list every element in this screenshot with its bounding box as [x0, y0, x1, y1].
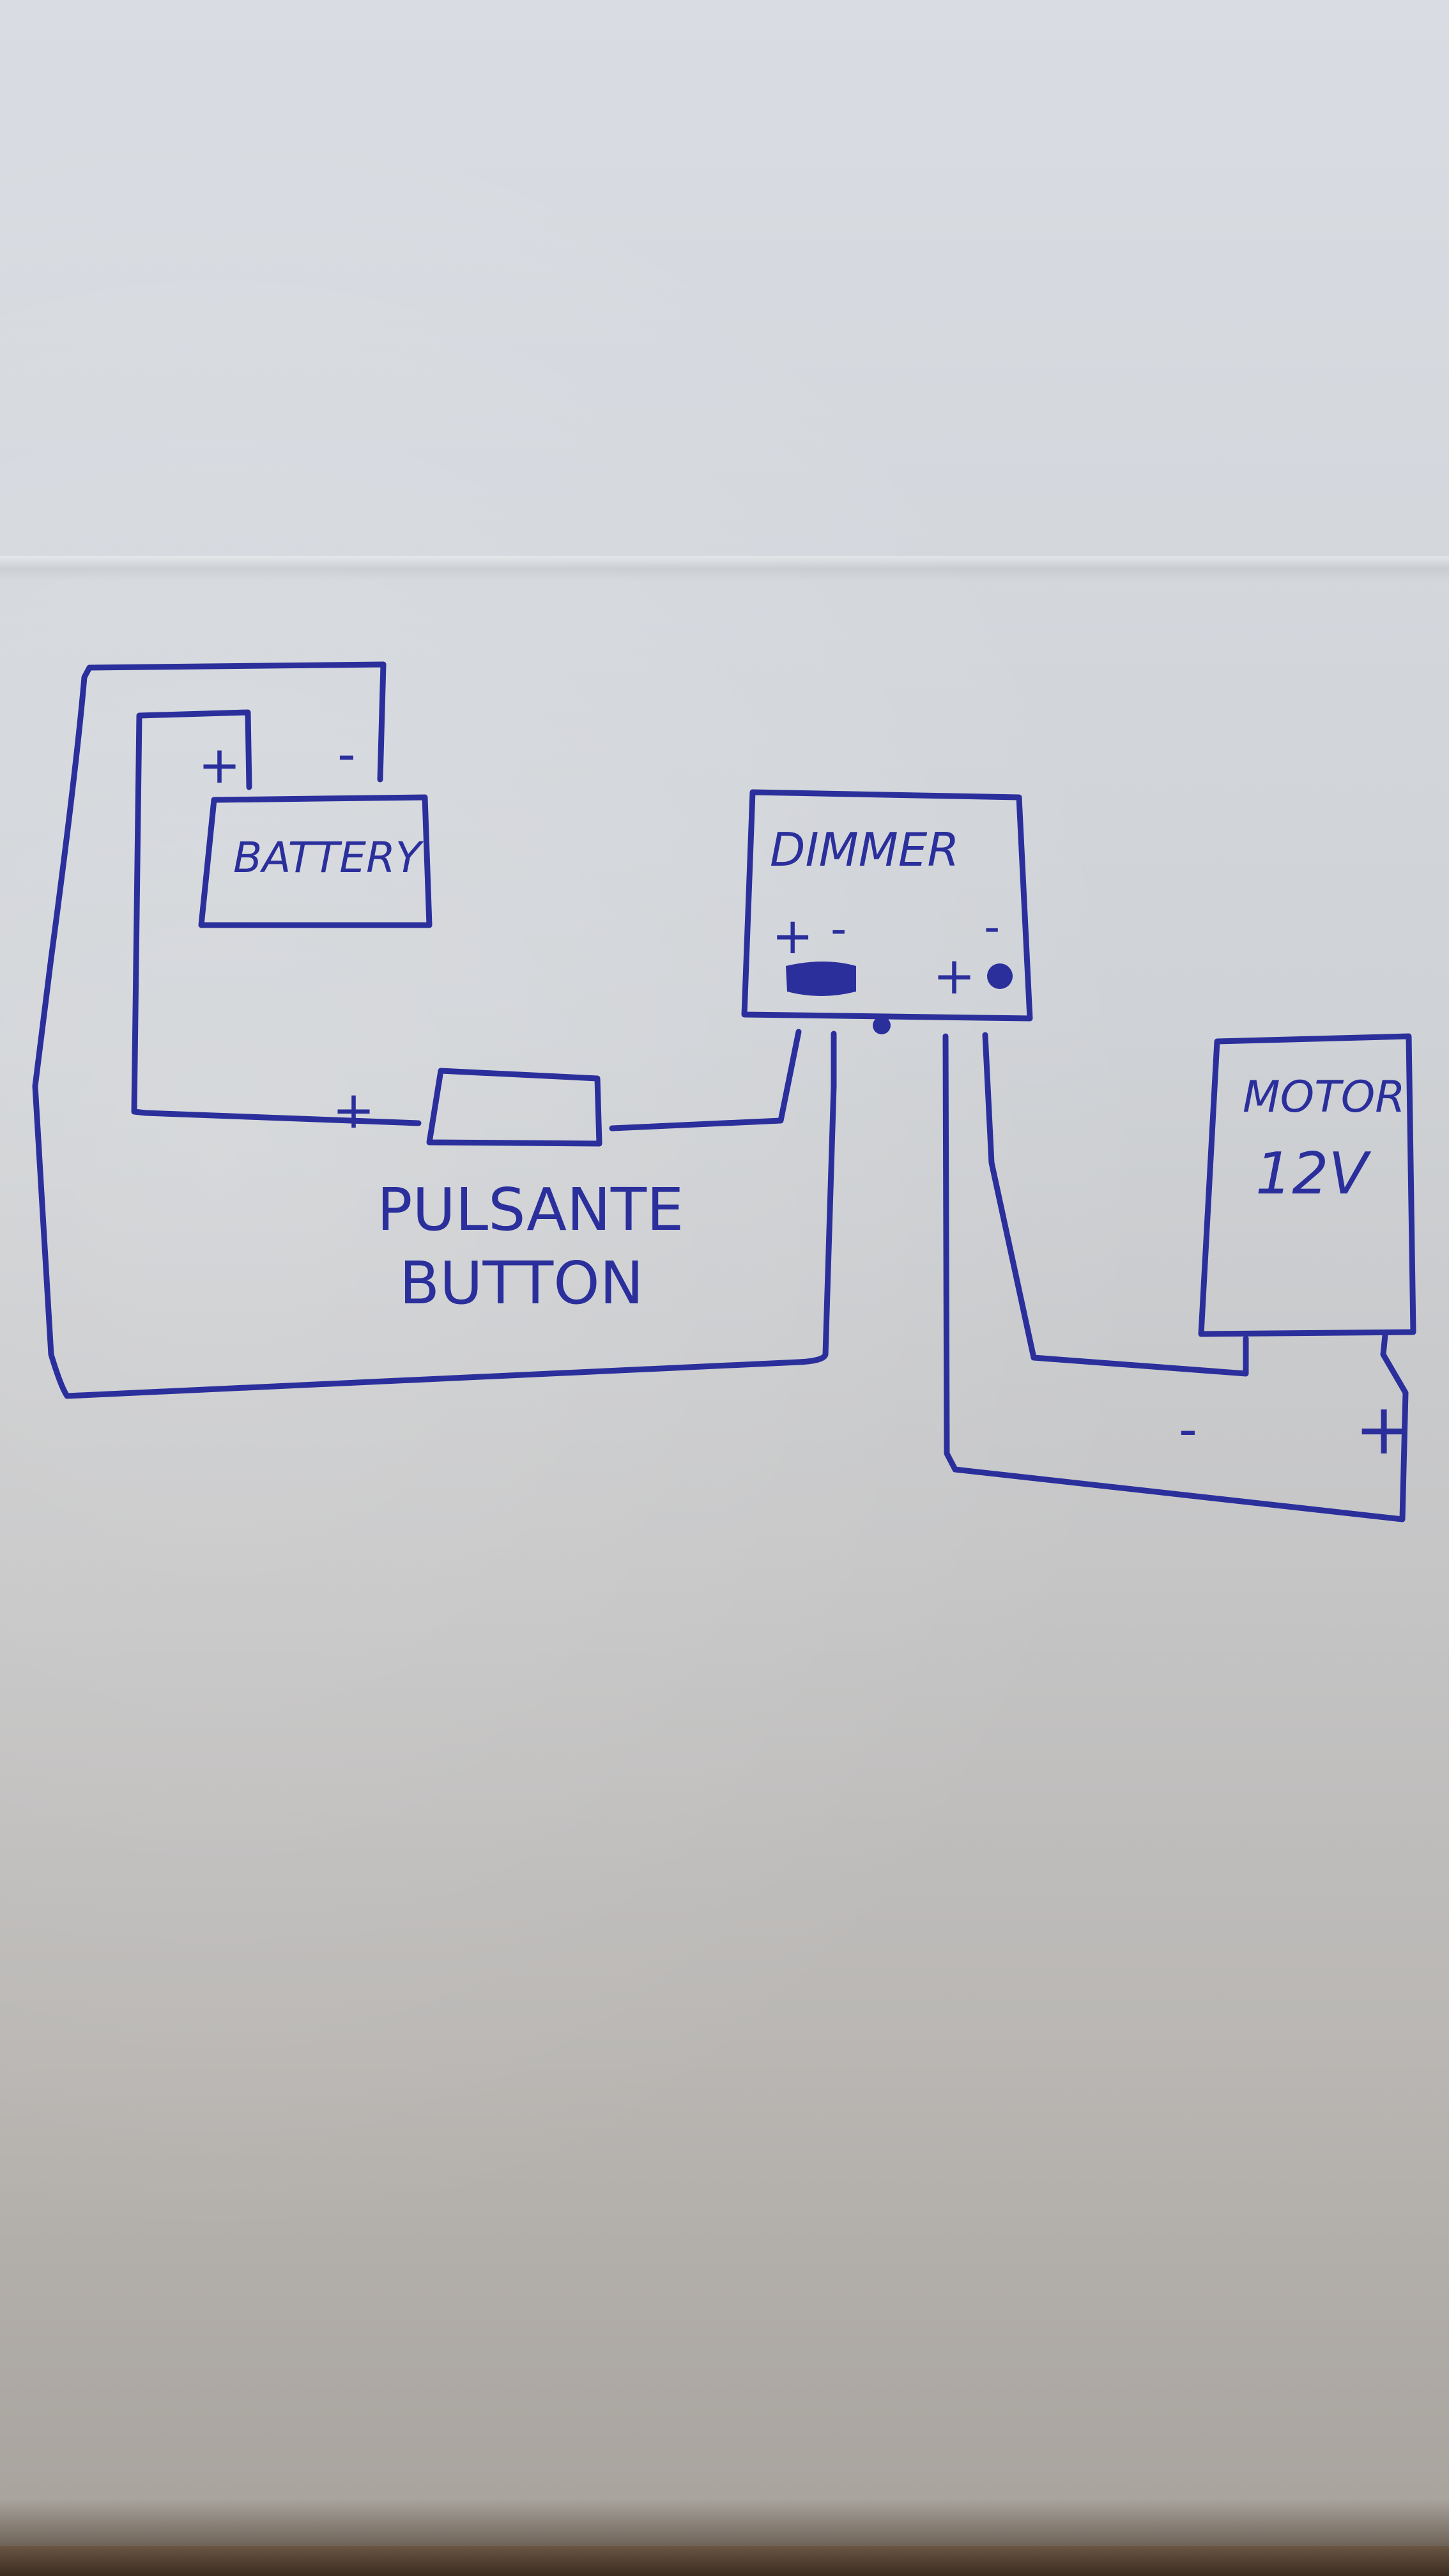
wire-dimmer-to-motor-minus	[982, 1032, 1249, 1377]
table-edge	[0, 2546, 1449, 2576]
motor-label-line2: 12V	[1255, 1140, 1372, 1208]
ink-blot	[786, 962, 856, 996]
dimmer-box	[741, 789, 1033, 1022]
battery-plus-terminal: +	[198, 735, 241, 795]
paper-fold	[0, 556, 1449, 581]
button-box	[426, 1068, 602, 1147]
dimmer-output-minus: -	[984, 901, 1000, 953]
push-button: + PULSANTE BUTTON	[332, 1068, 684, 1317]
battery: BATTERY + -	[198, 724, 433, 928]
battery-minus-terminal: -	[337, 724, 356, 784]
motor-minus-terminal: -	[1179, 1400, 1197, 1459]
wire-button-to-dimmer	[609, 1029, 802, 1131]
dimmer-input-plus: +	[772, 908, 813, 965]
battery-box	[198, 794, 433, 928]
dimmer-input-minus: -	[831, 903, 847, 955]
button-label-line1: PULSANTE	[377, 1176, 684, 1244]
ink-dot	[873, 1016, 891, 1034]
motor-box	[1198, 1033, 1416, 1337]
ink-dot	[987, 963, 1013, 989]
dimmer: DIMMER + - + -	[741, 789, 1033, 1034]
button-plus-terminal: +	[332, 1080, 375, 1140]
wire-battery-plus-to-button	[131, 709, 422, 1126]
dimmer-label: DIMMER	[770, 823, 959, 877]
wire-dimmer-to-motor-plus	[942, 1033, 1409, 1522]
battery-label: BATTERY	[233, 833, 424, 882]
wire-battery-minus-to-dimmer	[32, 661, 837, 1399]
dimmer-output-plus: +	[933, 946, 976, 1006]
button-label-line2: BUTTON	[399, 1249, 643, 1317]
motor: MOTOR 12V - +	[1179, 1033, 1416, 1470]
motor-label-line1: MOTOR	[1243, 1072, 1406, 1123]
